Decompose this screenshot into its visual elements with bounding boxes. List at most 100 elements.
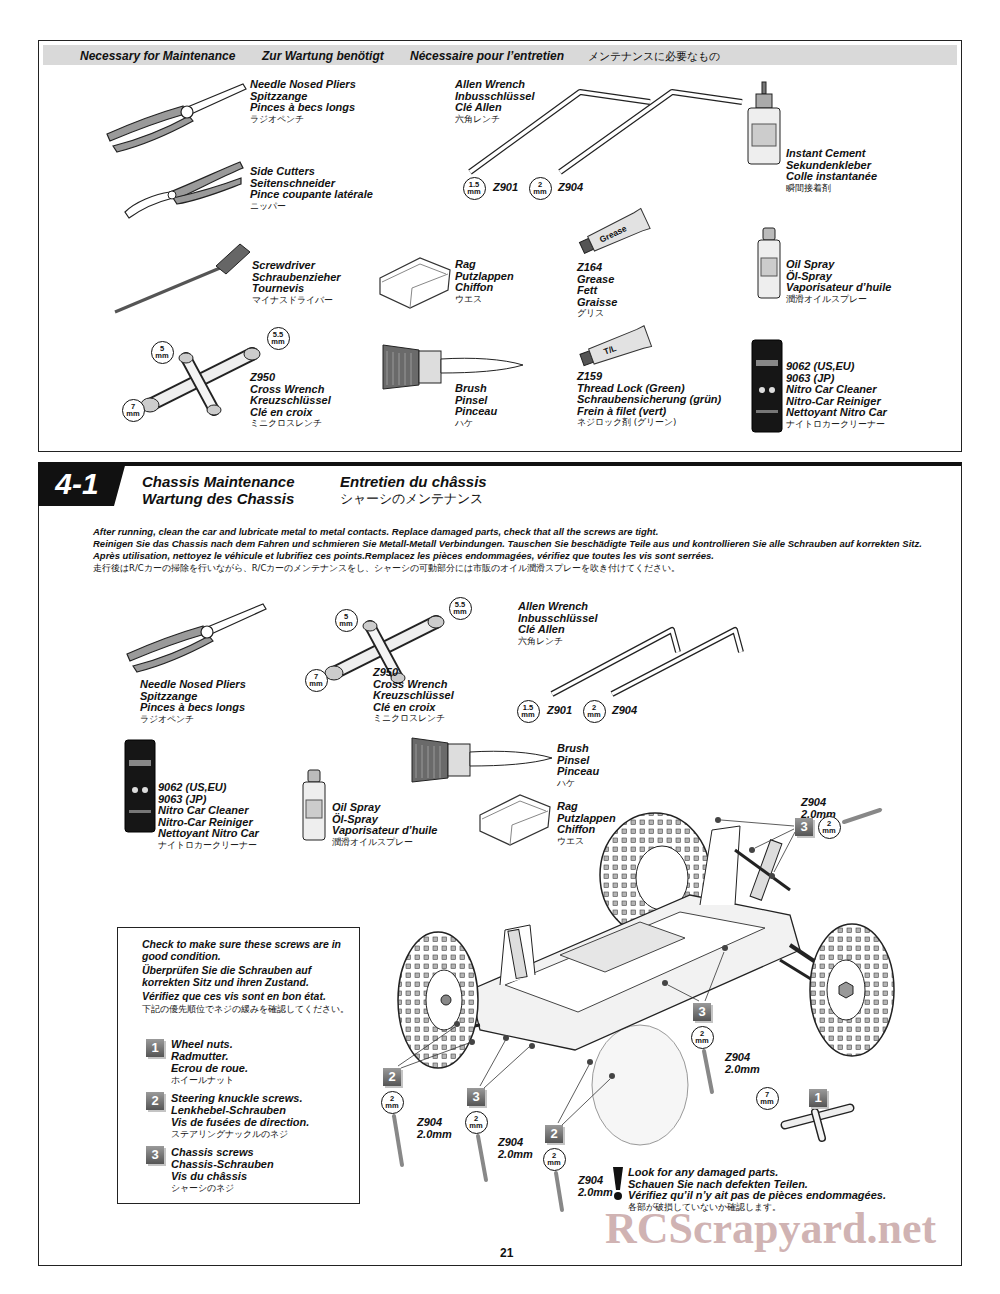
part-label: Z164 — [577, 262, 602, 274]
part-label: Sekundenkleber — [786, 160, 871, 172]
part-label: Instant Cement — [786, 148, 865, 160]
node-text: Entretien du châssis — [340, 473, 487, 490]
node-text: Check to make sure these screws are in g… — [142, 938, 354, 962]
part-label: Chiffon — [455, 282, 493, 294]
part-label: Nitro-Car Reiniger — [158, 817, 253, 829]
part-label-jp: 瞬間接着剤 — [786, 183, 831, 195]
size-circle: 2 mm — [691, 1026, 714, 1049]
tab-shape — [38, 462, 126, 506]
part-label: Spitzzange — [250, 91, 307, 103]
tools-top — [762, 82, 766, 94]
size-circle: 7 mm — [756, 1087, 779, 1110]
instruction-text: After running, clean the car and lubrica… — [93, 526, 658, 538]
part-label-jp: ハケ — [557, 778, 575, 790]
tools-top — [758, 228, 780, 298]
tools-top — [125, 162, 243, 218]
part-label: Needle Nosed Pliers — [140, 679, 246, 691]
tools-section — [552, 630, 678, 694]
warning-icon — [123, 940, 623, 1200]
part-label: Grease — [577, 274, 614, 286]
leader-lines — [401, 1043, 469, 1068]
callout-text: Z904 — [577, 1175, 604, 1187]
tools-top — [586, 208, 650, 253]
part-label: Nettoyant Nitro Car — [158, 828, 259, 840]
buggy-illustration — [715, 817, 721, 823]
tools-top — [588, 326, 652, 367]
part-label: Öl-Spray — [332, 814, 378, 826]
part-label: Inbusschlüssel — [518, 613, 597, 625]
callout-text: Z904 — [416, 1117, 443, 1129]
part-label: Cross Wrench — [373, 679, 447, 691]
buggy-illustration — [749, 847, 755, 853]
tools-top — [216, 244, 250, 274]
tools-top — [168, 191, 176, 199]
size-circle: 2 mm — [381, 1091, 404, 1114]
node-text: Ecrou de roue. — [171, 1063, 248, 1075]
tools-top — [125, 192, 173, 218]
leader-lines — [774, 832, 795, 872]
part-label: Putzlappen — [557, 813, 616, 825]
node-text: Steering knuckle screws. — [171, 1093, 302, 1105]
part-label: Colle instantanée — [786, 171, 877, 183]
buggy-illustration — [735, 850, 790, 890]
step-tab: 4-1 — [38, 462, 126, 506]
cross-wrench-small — [785, 1108, 850, 1138]
tools-top — [380, 258, 450, 308]
buggy-illustration — [469, 1039, 475, 1045]
part-label: Nitro Car Cleaner — [786, 384, 876, 396]
leader-lines — [484, 1047, 529, 1088]
allen-shafts — [704, 1051, 712, 1092]
leader-lines — [668, 985, 699, 1001]
node-text: ステアリングナックルのネジ — [171, 1129, 288, 1141]
node-text: Vérifiez que ces vis sont en bon état. — [142, 990, 354, 1002]
part-label-jp: ウエス — [455, 294, 482, 306]
size-circle: 7 mm — [305, 669, 328, 692]
size-circle: 1.5 mm — [463, 177, 486, 200]
warning-icon — [614, 1192, 622, 1200]
buggy-illustration — [700, 826, 740, 905]
node-text: シャーシのネジ — [171, 1183, 234, 1195]
tools-section — [412, 738, 552, 782]
part-label: Nitro-Car Reiniger — [786, 396, 881, 408]
part-label: Kreuzschlüssel — [250, 395, 331, 407]
part-label: Oil Spray — [786, 259, 834, 271]
page-number: 21 — [500, 1246, 513, 1260]
tools-top — [756, 94, 772, 108]
warning-icon — [613, 1167, 623, 1190]
part-label-jp: ネジロック剤 (グリーン) — [577, 417, 676, 429]
tools-section — [612, 630, 741, 694]
tools-section — [480, 795, 550, 845]
part-label: Chiffon — [557, 824, 595, 836]
part-label: Frein à filet (vert) — [577, 406, 666, 418]
part-label: Pinceau — [455, 406, 497, 418]
size-circle: 5.5 mm — [449, 597, 472, 620]
part-label: Allen Wrench — [518, 601, 588, 613]
buggy-illustration — [827, 960, 865, 1020]
node-text: Vis de fusées de direction. — [171, 1117, 309, 1129]
part-label: Seitenschneider — [250, 178, 335, 190]
tools-top — [578, 326, 651, 371]
buggy-illustration — [503, 1035, 509, 1041]
part-label: Nettoyant Nitro Car — [786, 407, 887, 419]
part-label: Look for any damaged parts. — [628, 1167, 778, 1179]
tube-text: Grease — [598, 223, 628, 244]
part-label-jp: マイナスドライバー — [252, 295, 333, 307]
buggy-illustration — [398, 813, 894, 1145]
buggy-illustration — [810, 924, 894, 1056]
tools-section — [552, 630, 678, 694]
part-label-jp: ミニクロスレンチ — [250, 418, 322, 430]
allen-shafts — [394, 810, 880, 1210]
tools-top — [748, 108, 780, 164]
part-label-jp: ウエス — [557, 836, 584, 848]
callout-number: 2 — [545, 1125, 563, 1143]
tools-top — [107, 84, 246, 152]
header-band — [43, 45, 957, 65]
part-label: Brush — [557, 743, 589, 755]
part-label: Z901 — [547, 705, 572, 717]
callout-number: 3 — [693, 1003, 711, 1021]
buggy-illustration — [505, 912, 765, 1012]
part-label-jp: 潤滑オイルスプレー — [332, 837, 413, 849]
part-label: 9062 (US,EU) — [158, 782, 226, 794]
part-label: 9063 (JP) — [158, 794, 206, 806]
callout-number: 2 — [383, 1068, 401, 1086]
